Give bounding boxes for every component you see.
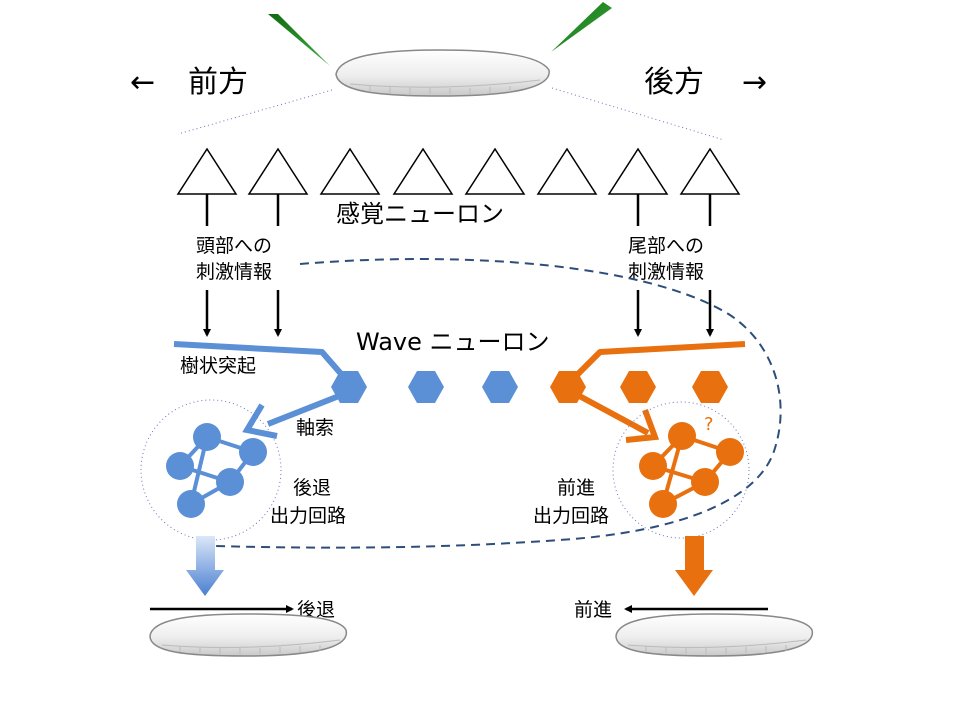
forward-circuit-label-2: 出力回路 (533, 505, 609, 527)
backward-output-arrow (186, 536, 224, 596)
dashed-connection-line (213, 258, 782, 549)
front-label: 前方 (188, 65, 248, 100)
orange-axon-arrowhead (625, 408, 660, 443)
axon-label: 軸索 (296, 417, 334, 439)
circuit-node (639, 452, 667, 480)
sensory-neuron-label: 感覚ニューロン (336, 200, 504, 228)
stimulus-lines-upper (205, 194, 712, 226)
wave-neuron-orange (550, 371, 586, 403)
backward-move-label: 後退 (297, 599, 335, 621)
forward-output-circuit (612, 401, 750, 539)
circuit-node (668, 422, 696, 450)
larva-top (335, 49, 550, 97)
orange-axon (570, 389, 650, 436)
blue-axon (266, 391, 346, 427)
back-label: 後方 (644, 65, 704, 100)
circuit-node (166, 452, 194, 480)
wave-neuron-orange (620, 371, 656, 403)
backward-circuit-label-1: 後退 (293, 477, 331, 499)
forward-output-arrow (675, 536, 713, 596)
tail-stim-label-2: 刺激情報 (628, 261, 704, 283)
circuit-node (216, 468, 244, 496)
sensory-neuron-triangle (607, 147, 669, 195)
sensory-neuron-row (176, 147, 741, 195)
stimulus-tail-icon (551, 2, 612, 52)
orange-dendrite (567, 341, 746, 385)
sensory-neuron-triangle (176, 147, 238, 195)
tail-stim-label-1: 尾部への (628, 235, 704, 257)
front-arrow: ← (130, 65, 155, 100)
zoom-line-left (177, 89, 333, 135)
blue-axon-arrowhead (242, 403, 278, 439)
sensory-neuron-triangle (679, 147, 741, 195)
circuit-node (691, 468, 719, 496)
wave-neuron-orange (692, 371, 728, 403)
wave-neuron-blue (331, 371, 367, 403)
larva-bottom-left (149, 613, 348, 657)
stimulus-arrows-lower (203, 290, 714, 337)
backward-output-circuit (140, 399, 282, 541)
stimulus-head-icon (268, 14, 330, 66)
circuit-node (193, 423, 221, 451)
larva-bottom-right (615, 613, 814, 657)
wave-neuron-blue (408, 371, 444, 403)
sensory-neuron-triangle (247, 147, 309, 195)
circuit-node (177, 490, 205, 518)
back-arrow: → (742, 65, 767, 100)
circuit-node (239, 438, 267, 466)
head-stim-label-2: 刺激情報 (196, 261, 272, 283)
dendrite-label: 樹状突起 (180, 355, 256, 377)
circuit-node (649, 490, 677, 518)
sensory-neuron-triangle (464, 147, 526, 195)
sensory-neuron-triangle (536, 147, 598, 195)
wave-neuron-row (331, 371, 728, 403)
sensory-neuron-triangle (319, 147, 381, 195)
head-stim-label-1: 頭部への (196, 235, 272, 257)
backward-circuit-label-2: 出力回路 (270, 505, 346, 527)
wave-neuron-label: Wave ニューロン (356, 328, 550, 356)
question-mark: ? (704, 414, 714, 435)
wave-neuron-blue (482, 371, 518, 403)
forward-circuit-label-1: 前進 (557, 477, 595, 499)
forward-move-label: 前進 (574, 599, 612, 621)
circuit-node (716, 438, 744, 466)
sensory-neuron-triangle (392, 147, 454, 195)
